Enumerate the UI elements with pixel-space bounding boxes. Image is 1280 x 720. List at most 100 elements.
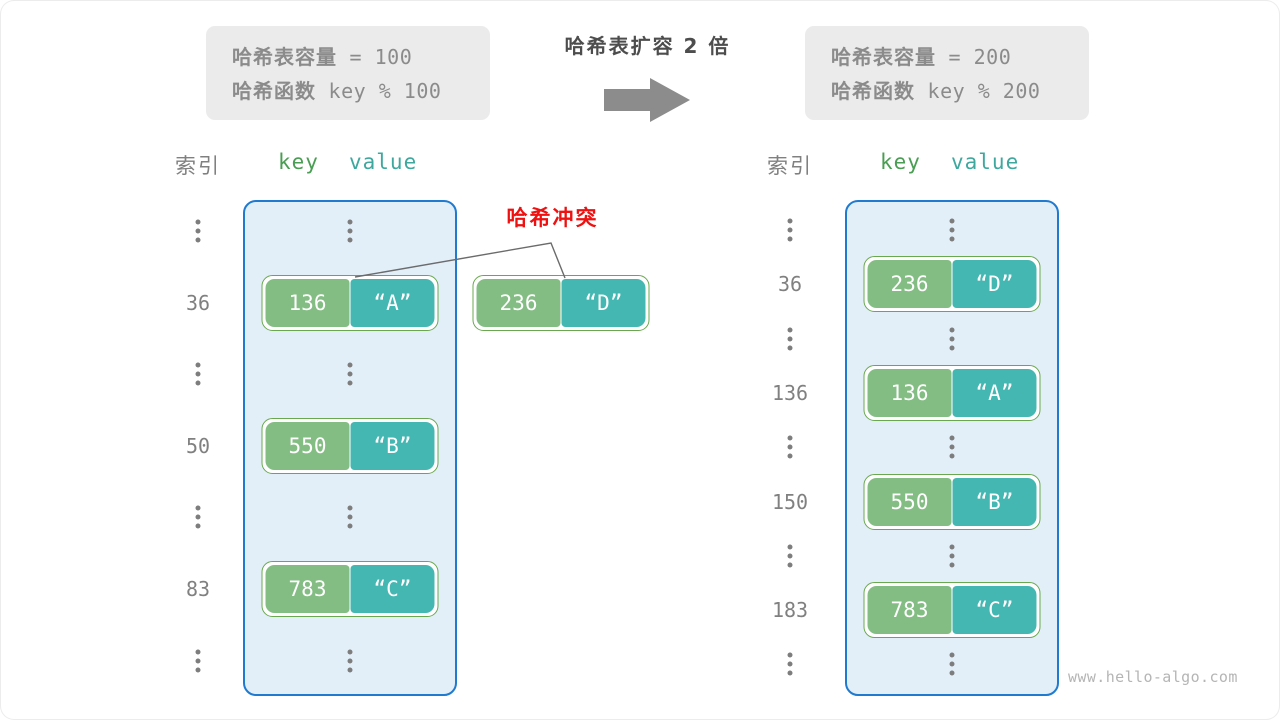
dot — [949, 444, 955, 450]
function-expr-before: key % 100 — [316, 79, 442, 103]
index-header-right: 索引 — [767, 154, 813, 178]
dot — [949, 327, 955, 333]
collision-label: 哈希冲突 — [506, 206, 599, 230]
value-header-right: value — [951, 150, 1020, 174]
dot — [787, 327, 793, 333]
dot — [949, 652, 955, 658]
dot — [347, 380, 353, 386]
dot — [347, 649, 353, 655]
index-label: 83 — [185, 577, 211, 601]
dot — [787, 670, 793, 676]
key-header-left: key — [278, 150, 319, 174]
kv-entry-value: “C” — [350, 565, 435, 613]
dot — [787, 218, 793, 224]
dot — [949, 435, 955, 441]
capacity-expr-after: = 200 — [936, 45, 1012, 69]
dot — [949, 553, 955, 559]
dot — [195, 237, 201, 243]
kv-entry: 136“A” — [863, 364, 1041, 421]
overflow-entry-key: 236 — [476, 279, 561, 327]
bucket-ellipsis-icon — [949, 544, 955, 568]
dot — [347, 505, 353, 511]
kv-entry-key: 136 — [265, 278, 350, 327]
dot — [347, 237, 353, 243]
bucket-ellipsis-icon — [347, 362, 353, 386]
overflow-entry: 236 “D” — [472, 275, 650, 331]
dot — [195, 380, 201, 386]
index-label: 50 — [185, 433, 211, 458]
right-arrow-icon — [604, 78, 690, 122]
index-ellipsis-icon — [787, 652, 793, 676]
dot — [787, 453, 793, 459]
dot — [347, 514, 353, 520]
dot — [347, 371, 353, 377]
index-ellipsis-icon — [195, 362, 201, 386]
kv-entry-key: 550 — [265, 421, 350, 470]
kv-entry-key: 550 — [867, 477, 952, 526]
key-header-right: key — [880, 150, 921, 174]
function-line-after: 哈希函数 key % 200 — [831, 74, 1063, 108]
dot — [195, 667, 201, 673]
index-label: 36 — [185, 290, 211, 315]
dot — [949, 236, 955, 242]
dot — [195, 228, 201, 234]
dot — [787, 345, 793, 351]
hash-table-info-before: 哈希表容量 = 100 哈希函数 key % 100 — [206, 26, 490, 120]
dot — [949, 544, 955, 550]
index-ellipsis-icon — [787, 327, 793, 351]
dot — [787, 435, 793, 441]
dot — [787, 553, 793, 559]
dot — [347, 219, 353, 225]
dot — [949, 562, 955, 568]
dot — [949, 661, 955, 667]
kv-entry: 550“B” — [863, 473, 1041, 530]
dot — [949, 345, 955, 351]
index-ellipsis-icon — [195, 649, 201, 673]
dot — [787, 661, 793, 667]
bucket-ellipsis-icon — [949, 218, 955, 242]
index-ellipsis-icon — [195, 505, 201, 529]
kv-entry-key: 136 — [867, 368, 952, 417]
watermark: www.hello-algo.com — [1068, 668, 1238, 686]
kv-entry-key: 783 — [867, 586, 952, 635]
bucket-ellipsis-icon — [347, 505, 353, 529]
bucket-ellipsis-icon — [949, 435, 955, 459]
dot — [949, 670, 955, 676]
dot — [347, 228, 353, 234]
index-ellipsis-icon — [195, 219, 201, 243]
dot — [949, 227, 955, 233]
capacity-line-before: 哈希表容量 = 100 — [232, 40, 464, 74]
capacity-label-before: 哈希表容量 — [232, 45, 337, 69]
dot — [347, 362, 353, 368]
kv-entry-value: “B” — [350, 421, 435, 470]
kv-entry-value: “A” — [952, 368, 1037, 417]
capacity-line-after: 哈希表容量 = 200 — [831, 40, 1063, 74]
index-header-left: 索引 — [175, 154, 221, 178]
hash-table-info-after: 哈希表容量 = 200 哈希函数 key % 200 — [805, 26, 1089, 120]
dot — [949, 336, 955, 342]
dot — [787, 336, 793, 342]
capacity-expr-before: = 100 — [337, 45, 413, 69]
kv-entry-value: “B” — [952, 477, 1037, 526]
collision-leader-lines — [354, 242, 566, 279]
bucket-ellipsis-icon — [347, 219, 353, 243]
function-line-before: 哈希函数 key % 100 — [232, 74, 464, 108]
kv-entry: 136“A” — [261, 274, 439, 331]
bucket-ellipsis-icon — [347, 649, 353, 673]
dot — [195, 362, 201, 368]
index-ellipsis-icon — [787, 435, 793, 459]
kv-entry: 236“D” — [863, 256, 1041, 313]
kv-entry-key: 236 — [867, 260, 952, 309]
index-label: 150 — [771, 489, 809, 514]
index-label: 36 — [777, 272, 803, 297]
dot — [787, 227, 793, 233]
dot — [949, 453, 955, 459]
dot — [787, 444, 793, 450]
kv-entry: 783“C” — [863, 582, 1041, 639]
dot — [949, 218, 955, 224]
index-label: 136 — [771, 380, 809, 405]
dot — [787, 562, 793, 568]
dot — [347, 667, 353, 673]
bucket-ellipsis-icon — [949, 327, 955, 351]
